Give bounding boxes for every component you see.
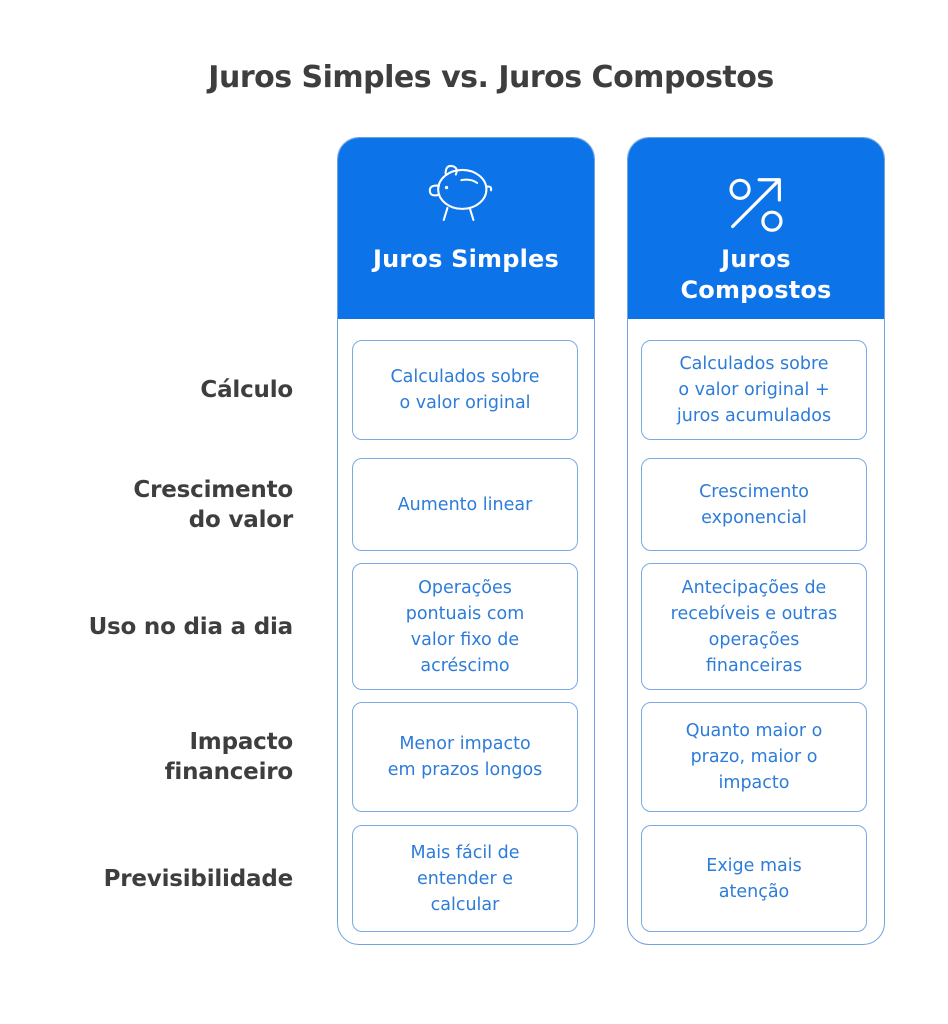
cell-compostos-calculo: Calculados sobre o valor original + juro…: [641, 340, 867, 440]
cell-simples-calculo: Calculados sobre o valor original: [352, 340, 578, 440]
column-header-juros-simples: Juros Simples: [338, 138, 594, 319]
column-title-juros-compostos: Juros Compostos: [680, 245, 832, 304]
row-label-crescimento-do-valor: Crescimento do valor: [133, 476, 293, 533]
piggy-bank-icon: [415, 164, 517, 238]
cell-simples-previsibilidade: Mais fácil de entender e calcular: [352, 825, 578, 932]
percent-growth-icon: [722, 164, 790, 238]
row-label-previsibilidade: Previsibilidade: [103, 865, 294, 892]
cell-compostos-uso: Antecipações de recebíveis e outras oper…: [641, 563, 867, 690]
row-label-uso-no-dia-a-dia: Uso no dia a dia: [88, 613, 294, 640]
column-title-juros-simples: Juros Simples: [372, 245, 560, 273]
row-label-impacto-financeiro: Impacto financeiro: [164, 729, 294, 785]
cell-simples-uso: Operações pontuais com valor fixo de acr…: [352, 563, 578, 690]
cell-compostos-impacto: Quanto maior o prazo, maior o impacto: [641, 702, 867, 812]
cell-compostos-crescimento: Crescimento exponencial: [641, 458, 867, 551]
page-title: Juros Simples vs. Juros Compostos: [208, 60, 774, 95]
cell-compostos-previsibilidade: Exige mais atenção: [641, 825, 867, 932]
column-header-juros-compostos: Juros Compostos: [628, 138, 884, 319]
cell-simples-impacto: Menor impacto em prazos longos: [352, 702, 578, 812]
row-label-calculo: Cálculo: [200, 377, 293, 403]
cell-simples-crescimento: Aumento linear: [352, 458, 578, 551]
